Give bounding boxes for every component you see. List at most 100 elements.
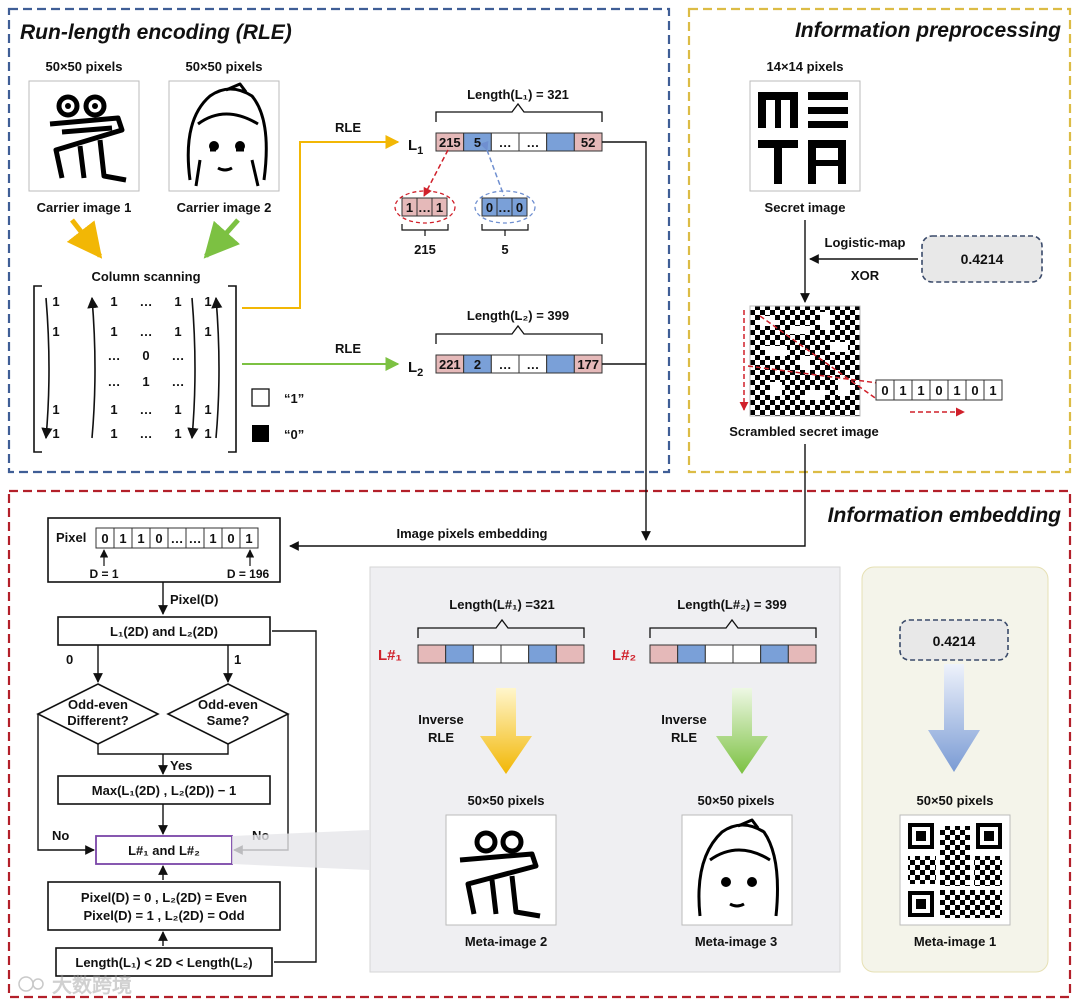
l2d-box	[57, 616, 271, 646]
sequence-cell	[472, 644, 502, 664]
matrix-value: …	[140, 324, 153, 339]
bit-value: 0	[971, 383, 978, 398]
l2-brace	[435, 324, 603, 344]
branch-1-label: 1	[234, 652, 241, 667]
matrix-value: …	[140, 294, 153, 309]
bit-value: 1	[917, 383, 924, 398]
matrix-value: 1	[110, 294, 117, 309]
yes-merge	[97, 744, 229, 755]
condition-line2: Pixel(D) = 1 , L₂(2D) = Odd	[83, 908, 244, 923]
matrix-value: …	[140, 402, 153, 417]
yes-label: Yes	[170, 758, 192, 773]
pixels-embedding-label: Image pixels embedding	[397, 526, 548, 541]
zoom-ones-brace	[401, 224, 449, 236]
meta-image-3	[681, 814, 793, 926]
sequence-cell	[546, 132, 575, 152]
carrier1-label: Carrier image 1	[37, 200, 132, 215]
lsharp2-length: Length(L#₂) = 399	[677, 597, 786, 612]
sequence-cell	[649, 644, 679, 664]
d-start: D = 1	[89, 567, 118, 581]
watermark: 大数跨境	[18, 973, 132, 997]
l2-length-label: Length(L₂) = 399	[467, 308, 569, 323]
bit-value: 0	[935, 383, 942, 398]
matrix-value: 1	[204, 402, 211, 417]
condition-line1: Pixel(D) = 0 , L₂(2D) = Even	[81, 890, 247, 905]
sequence-cell	[677, 644, 706, 664]
sequence-cell-value: …	[526, 135, 539, 150]
matrix-value: 1	[174, 426, 181, 441]
d-end: D = 196	[227, 567, 270, 581]
bit-value: 1	[953, 383, 960, 398]
sequence-cell	[500, 644, 530, 664]
no-left-arrow	[37, 714, 95, 855]
carrier-image-1	[28, 80, 140, 192]
sequence-cell-value: 52	[581, 135, 595, 150]
carrier1-size: 50×50 pixels	[46, 59, 123, 74]
pixel-bit: …	[189, 531, 202, 546]
carrier2-arrow	[203, 218, 241, 259]
l2-name: L2	[408, 359, 423, 379]
diamond-left-line2: Different?	[67, 713, 128, 728]
zoom-zeros-cells: 0…0	[481, 197, 528, 217]
lsharp1-label: L#₁	[378, 647, 402, 664]
preprocessing-section-title: Information preprocessing	[795, 19, 1061, 42]
embed-key-value: 0.4214	[933, 633, 976, 649]
diamond-left-line1: Odd-even	[68, 697, 128, 712]
scrambled-to-pixel-arrow	[289, 444, 806, 551]
pixel-bit: 0	[101, 531, 108, 546]
meta3-size: 50×50 pixels	[698, 793, 775, 808]
sequence-cell	[555, 644, 585, 664]
rle-label-1: RLE	[335, 120, 361, 135]
preprocessing-section-frame	[687, 7, 1072, 474]
sequence-cell-value: 177	[577, 357, 599, 372]
bit-cell	[983, 379, 1003, 401]
l1-name: L1	[408, 137, 423, 157]
max-label: Max(L₁(2D) , L₂(2D)) − 1	[92, 783, 236, 798]
sequence-cell	[787, 644, 817, 664]
max-box	[57, 775, 271, 805]
matrix-value: …	[172, 374, 185, 389]
meta-image-1-qr	[899, 814, 1011, 926]
matrix-value: 1	[204, 324, 211, 339]
carrier2-label: Carrier image 2	[177, 200, 272, 215]
matrix-value: 1	[52, 402, 59, 417]
inverse-rle-1-line1: Inverse	[418, 712, 464, 727]
zoom-ones-arrow	[423, 149, 449, 197]
meta3-label: Meta-image 3	[695, 934, 777, 949]
key-down-arrow	[928, 664, 980, 772]
inverse-rle-2-line1: Inverse	[661, 712, 707, 727]
carrier2-size: 50×50 pixels	[186, 59, 263, 74]
matrix-value: 1	[174, 294, 181, 309]
legend-black-swatch	[252, 425, 269, 442]
embed-key-box	[899, 619, 1009, 661]
pixel-bit: 0	[155, 531, 162, 546]
zoom-cell-value: 0	[486, 200, 493, 215]
scrambled-secret-image	[749, 305, 861, 417]
pixel-label: Pixel	[56, 530, 86, 545]
diamond-right-line2: Same?	[207, 713, 250, 728]
condition-box	[47, 881, 281, 931]
matrix-value: 1	[110, 324, 117, 339]
sequence-cell-value: …	[499, 357, 512, 372]
key-box	[921, 235, 1043, 283]
matrix-value: 1	[110, 402, 117, 417]
inverse-rle-1-line2: RLE	[428, 730, 454, 745]
bit-value: 1	[989, 383, 996, 398]
matrix-value: 0	[142, 348, 149, 363]
lsharp1-brace	[417, 618, 585, 638]
matrix-value: 1	[174, 324, 181, 339]
l2d-label: L₁(2D) and L₂(2D)	[110, 624, 218, 639]
rle-section-title: Run-length encoding (RLE)	[20, 21, 292, 44]
pixel-bit: …	[171, 531, 184, 546]
pixel-bit: 1	[209, 531, 216, 546]
lsharp2-label: L#₂	[612, 647, 636, 664]
lsharp-connector-band	[232, 830, 370, 870]
l1-length-label: Length(L₁) = 321	[467, 87, 569, 102]
zoom-cell	[431, 197, 448, 217]
carrier1-arrow	[66, 218, 103, 259]
no-left-label: No	[52, 828, 69, 843]
zoom-ones-ellipse	[394, 190, 456, 224]
watermark-text: 大数跨境	[52, 973, 132, 997]
